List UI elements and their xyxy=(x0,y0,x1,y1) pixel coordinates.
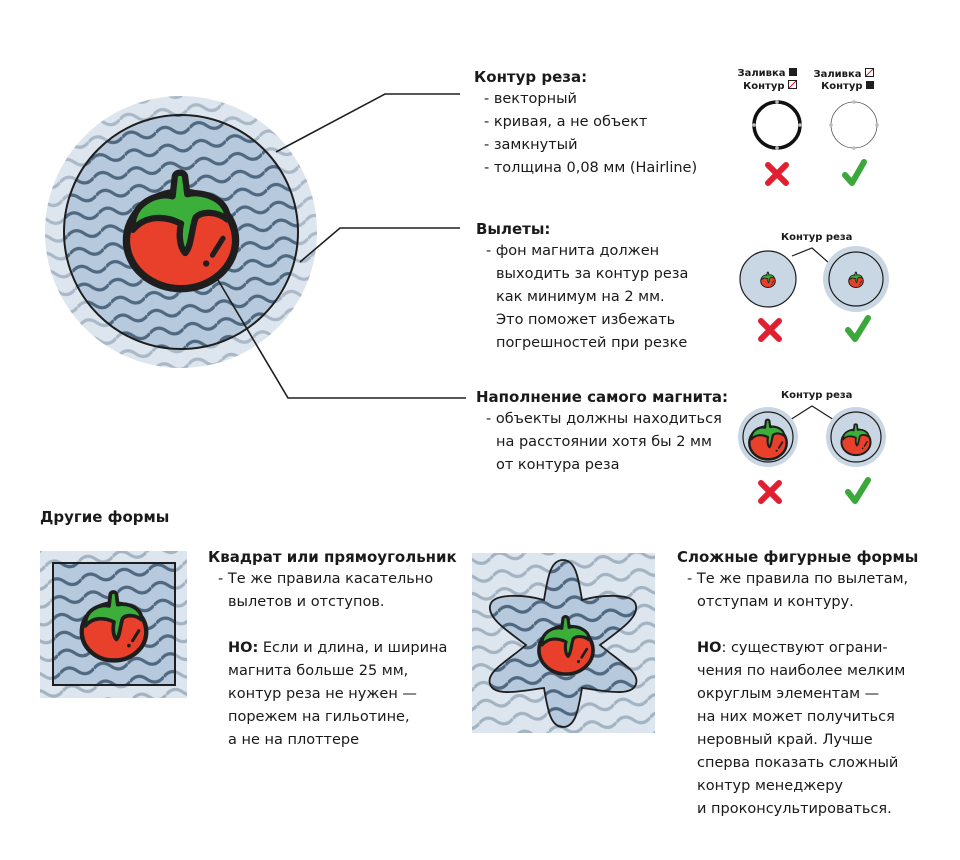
good-example-legend: Заливка Контур xyxy=(812,68,874,93)
fill-label-leader xyxy=(789,405,835,421)
square-title: Квадрат или прямоугольник xyxy=(208,548,457,566)
bleed-contour-label: Контур реза xyxy=(781,232,853,243)
bad-fill-example xyxy=(738,407,798,467)
correct-check-icon xyxy=(845,315,871,342)
correct-check-icon xyxy=(842,159,867,186)
good-bleed-example xyxy=(823,246,889,312)
fill-contour-label: Контур реза xyxy=(781,390,853,401)
leader-line-fill xyxy=(217,279,466,399)
list-item: - кривая, а не объект xyxy=(484,114,648,130)
list-item-cont: вылетов и отступов. xyxy=(228,594,385,610)
note-line: и проконсультироваться. xyxy=(697,801,892,817)
correct-check-icon xyxy=(845,477,871,504)
bad-bleed-example xyxy=(739,250,797,308)
square-magnet-illustration xyxy=(40,551,187,698)
fill-label: Заливка xyxy=(737,68,786,79)
cut-contour-title: Контур реза: xyxy=(474,68,588,86)
bleed-label-leader xyxy=(791,247,830,264)
cut-contour-section: Контур реза: - векторный - кривая, а не … xyxy=(474,66,697,180)
leader-line-bleeds xyxy=(299,227,460,263)
good-fill-example xyxy=(826,407,886,467)
list-item: - Те же правила касательно xyxy=(218,571,434,587)
list-item: - толщина 0,08 мм (Hairline) xyxy=(484,160,698,176)
cut-contour-circle xyxy=(63,114,299,350)
note-label: НО xyxy=(697,640,722,656)
fill-section: Наполнение самого магнита: - объекты дол… xyxy=(476,386,728,477)
note-line: неровный край. Лучше xyxy=(697,732,873,748)
swatch-none-icon xyxy=(865,68,874,77)
bleeds-section: Вылеты: - фон магнита должен выходить за… xyxy=(476,218,688,355)
list-item: - объекты должны находиться xyxy=(486,411,722,427)
note-line: контур менеджеру xyxy=(697,778,844,794)
bad-thick-contour-example xyxy=(752,100,802,150)
list-item-cont: как минимум на 2 мм. xyxy=(496,289,665,305)
note-line: магнита больше 25 мм, xyxy=(228,663,409,679)
list-item-cont: Это поможет избежать xyxy=(496,312,676,328)
note-line: а не на плоттере xyxy=(228,732,360,748)
contour-label: Контур xyxy=(821,81,863,92)
list-item: - замкнутый xyxy=(484,137,578,153)
note-label: НО: xyxy=(228,640,259,656)
square-cut-contour xyxy=(52,562,176,686)
note-text: : существуют ограни- xyxy=(721,640,888,656)
star-cut-contour xyxy=(488,559,638,728)
wrong-cross-icon xyxy=(765,162,789,186)
list-item-cont: от контура реза xyxy=(496,457,620,473)
wrong-cross-icon xyxy=(758,480,782,504)
good-hairline-contour-example xyxy=(829,100,879,150)
swatch-filled-icon xyxy=(866,81,874,89)
complex-note: НО: существуют ограни- xyxy=(677,637,918,660)
list-item: - Те же правила по вылетам, xyxy=(687,571,909,587)
note-line: округлым элементам — xyxy=(697,686,880,702)
fill-label: Заливка xyxy=(813,69,862,80)
list-item-cont: погрешностей при резке xyxy=(496,335,688,351)
note-line: чения по наиболее мелким xyxy=(697,663,906,679)
contour-label: Контур xyxy=(743,81,785,92)
complex-title: Сложные фигурные формы xyxy=(677,548,919,566)
note-line: контур реза не нужен — xyxy=(228,686,417,702)
swatch-filled-icon xyxy=(789,68,797,76)
list-item-cont: отступам и контуру. xyxy=(697,594,854,610)
list-item-cont: выходить за контур реза xyxy=(496,266,689,282)
note-line: сперва показать сложный xyxy=(697,755,899,771)
list-item-cont: на расстоянии хотя бы 2 мм xyxy=(496,434,712,450)
leader-line-cut-contour xyxy=(275,93,460,153)
other-shapes-title: Другие формы xyxy=(40,508,170,526)
list-item: - векторный xyxy=(484,91,577,107)
note-line: порежем на гильотине, xyxy=(228,709,410,725)
square-note: НО: Если и длина, и ширина xyxy=(208,637,457,660)
fill-title: Наполнение самого магнита: xyxy=(476,388,728,406)
note-text: Если и длина, и ширина xyxy=(258,640,448,656)
list-item: - фон магнита должен xyxy=(486,243,660,259)
complex-magnet-illustration xyxy=(472,553,655,733)
bleeds-title: Вылеты: xyxy=(476,220,551,238)
wrong-cross-icon xyxy=(758,318,782,342)
complex-section: Сложные фигурные формы - Те же правила п… xyxy=(677,546,918,821)
note-line: на них может получиться xyxy=(697,709,895,725)
square-section: Квадрат или прямоугольник - Те же правил… xyxy=(208,546,457,752)
swatch-none-icon xyxy=(788,80,797,89)
bad-example-legend: Заливка Контур xyxy=(735,68,797,93)
